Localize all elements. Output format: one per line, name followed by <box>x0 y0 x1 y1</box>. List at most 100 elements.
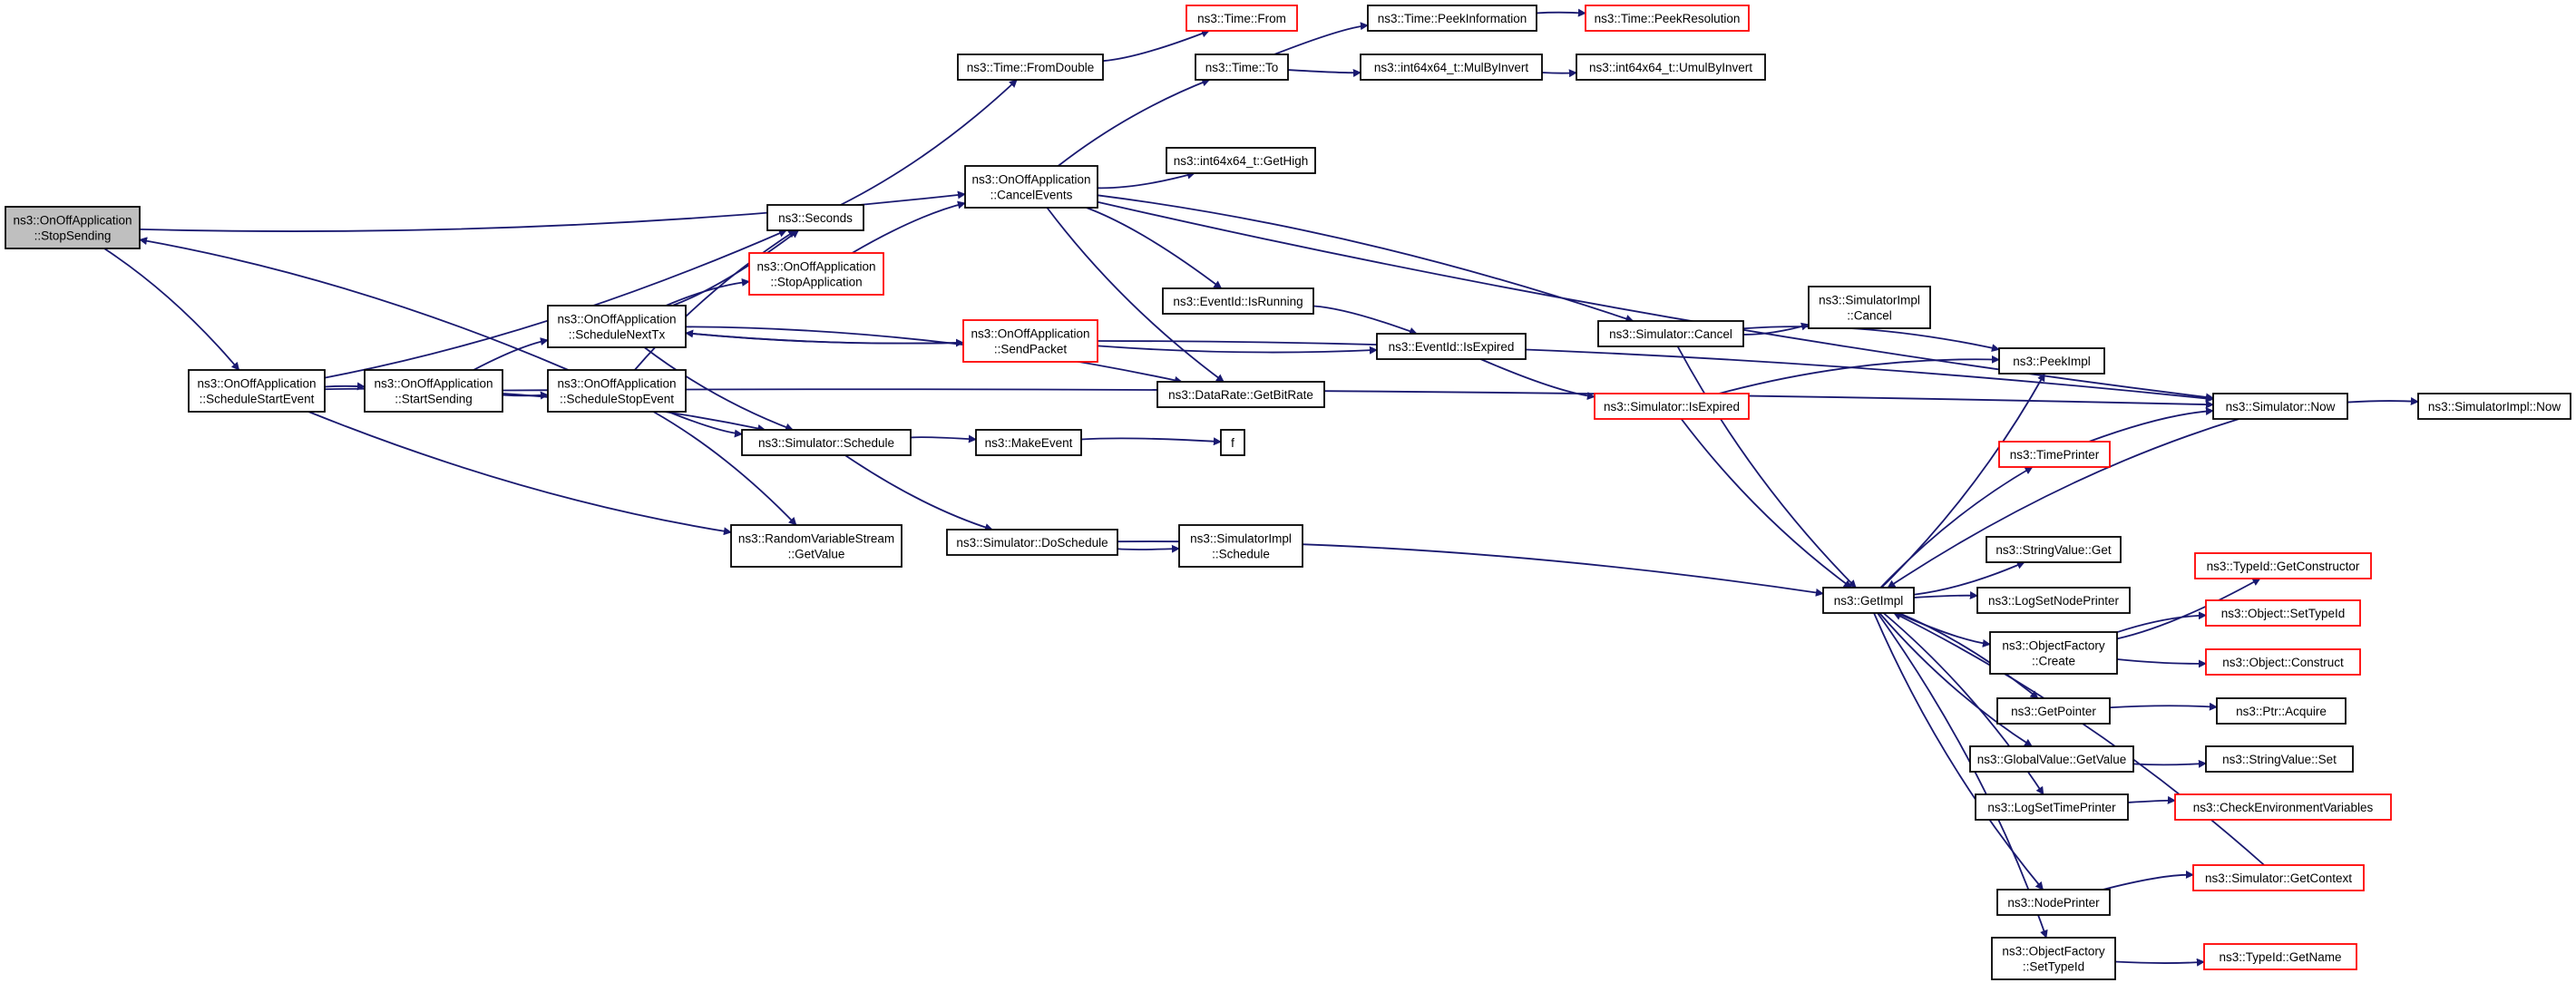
node-label-line: ns3::int64x64_t::MulByInvert <box>1374 61 1529 74</box>
node-getpointer[interactable]: ns3::GetPointer <box>1996 697 2111 725</box>
edge-cancelevents-to-simnow <box>1097 200 2214 402</box>
node-doschedule[interactable]: ns3::Simulator::DoSchedule <box>946 529 1118 556</box>
node-simimplschedule[interactable]: ns3::SimulatorImpl::Schedule <box>1178 524 1303 568</box>
node-simnow[interactable]: ns3::Simulator::Now <box>2212 393 2348 420</box>
node-box <box>1156 381 1325 408</box>
node-getimpl[interactable]: ns3::GetImpl <box>1822 587 1915 614</box>
edge-getimpl-to-timeprinter <box>1879 466 2034 589</box>
edge-simcancel-to-peekimpl <box>1742 326 2000 353</box>
node-makeevent[interactable]: ns3::MakeEvent <box>975 429 1082 456</box>
node-schedulestart[interactable]: ns3::OnOffApplication::ScheduleStartEven… <box>188 369 326 413</box>
node-logsettimeprinter[interactable]: ns3::LogSetTimePrinter <box>1975 793 2129 821</box>
node-gethigh[interactable]: ns3::int64x64_t::GetHigh <box>1166 147 1316 174</box>
node-mulbyinvert[interactable]: ns3::int64x64_t::MulByInvert <box>1360 54 1543 81</box>
edge-timeto-to-mulbyinvert <box>1287 68 1361 77</box>
node-f[interactable]: f <box>1220 429 1245 456</box>
node-box <box>1976 587 2131 614</box>
node-cancelevents[interactable]: ns3::OnOffApplication::CancelEvents <box>964 165 1098 209</box>
node-simcancel[interactable]: ns3::Simulator::Cancel <box>1597 320 1744 347</box>
node-label-line: ns3::ObjectFactory <box>2002 639 2105 653</box>
node-label-line: ns3::Object::SetTypeId <box>2221 607 2346 620</box>
node-timefrom[interactable]: ns3::Time::From <box>1186 5 1298 32</box>
node-schedulestop[interactable]: ns3::OnOffApplication::ScheduleStopEvent <box>547 369 687 413</box>
node-nodeprinter[interactable]: ns3::NodePrinter <box>1996 889 2111 916</box>
node-stopapplication[interactable]: ns3::OnOffApplication::StopApplication <box>748 252 884 296</box>
node-label-line: ns3::PeekImpl <box>2013 355 2091 368</box>
node-objfactorycreate[interactable]: ns3::ObjectFactory::Create <box>1989 631 2118 675</box>
node-label-line: ns3::CheckEnvironmentVariables <box>2193 801 2374 814</box>
node-typeidgetname[interactable]: ns3::TypeId::GetName <box>2203 943 2357 970</box>
node-label-line: ns3::Simulator::GetContext <box>2205 871 2352 885</box>
node-rvsgetvalue[interactable]: ns3::RandomVariableStream::GetValue <box>730 524 903 568</box>
node-objectsettypeid[interactable]: ns3::Object::SetTypeId <box>2205 599 2361 627</box>
node-box <box>1178 524 1303 568</box>
node-box <box>2174 793 2392 821</box>
node-timeto[interactable]: ns3::Time::To <box>1195 54 1289 81</box>
edge-simisexpired-to-peekimpl <box>1719 355 2000 394</box>
node-startsending[interactable]: ns3::OnOffApplication::StartSending <box>364 369 503 413</box>
edge-getimpl-to-globalvaluegetvalue <box>1878 612 2033 747</box>
node-label-line: ::SendPacket <box>994 343 1068 356</box>
node-seconds[interactable]: ns3::Seconds <box>766 204 864 231</box>
edge-sendpacket-to-schedulenexttx <box>685 329 964 345</box>
edge-stopsending-to-schedulestart <box>103 248 240 371</box>
node-label-line: ns3::Simulator::Now <box>2226 400 2336 414</box>
node-objectconstruct[interactable]: ns3::Object::Construct <box>2205 648 2361 676</box>
node-simschedule[interactable]: ns3::Simulator::Schedule <box>741 429 912 456</box>
node-stopsending[interactable]: ns3::OnOffApplication::StopSending <box>5 206 141 249</box>
node-label-line: ns3::RandomVariableStream <box>738 532 894 546</box>
node-getconstructor[interactable]: ns3::TypeId::GetConstructor <box>2194 552 2372 579</box>
node-label-line: ns3::MakeEvent <box>985 436 1073 450</box>
node-umulbyinvert[interactable]: ns3::int64x64_t::UmulByInvert <box>1576 54 1766 81</box>
node-box <box>962 319 1098 363</box>
node-schedulenexttx[interactable]: ns3::OnOffApplication::ScheduleNextTx <box>547 305 687 348</box>
node-label-line: ns3::TimePrinter <box>2010 448 2100 462</box>
node-simimplnow[interactable]: ns3::SimulatorImpl::Now <box>2417 393 2571 420</box>
node-box <box>964 165 1098 209</box>
node-box <box>2192 864 2365 891</box>
edge-logsettimeprinter-to-checkenvvars <box>2127 795 2176 804</box>
node-label-line: ns3::Simulator::IsExpired <box>1604 400 1740 414</box>
node-label-line: f <box>1231 436 1234 450</box>
edge-cancelevents-to-timeto <box>1058 78 1211 167</box>
node-peekresolution[interactable]: ns3::Time::PeekResolution <box>1585 5 1750 32</box>
node-stringvalueget[interactable]: ns3::StringValue::Get <box>1986 536 2122 563</box>
node-timeprinter[interactable]: ns3::TimePrinter <box>1998 441 2111 468</box>
node-peekimpl[interactable]: ns3::PeekImpl <box>1998 347 2105 375</box>
edge-startsending-to-simnow <box>502 388 2214 409</box>
node-box <box>766 204 864 231</box>
node-isrunning[interactable]: ns3::EventId::IsRunning <box>1162 287 1314 315</box>
node-box <box>1576 54 1766 81</box>
node-box <box>2203 943 2357 970</box>
node-label-line: ns3::GlobalValue::GetValue <box>1977 753 2127 766</box>
node-objfactorysettypeid[interactable]: ns3::ObjectFactory::SetTypeId <box>1991 937 2116 980</box>
node-label-line: ::ScheduleStartEvent <box>200 393 315 406</box>
node-box <box>1360 54 1543 81</box>
node-box <box>188 369 326 413</box>
node-ptracquire[interactable]: ns3::Ptr::Acquire <box>2216 697 2347 725</box>
node-isexpired[interactable]: ns3::EventId::IsExpired <box>1376 333 1527 360</box>
nodes-layer: ns3::OnOffApplication::StopSendingns3::O… <box>5 5 2571 980</box>
node-getbitrate[interactable]: ns3::DataRate::GetBitRate <box>1156 381 1325 408</box>
node-box <box>364 369 503 413</box>
node-label-line: ns3::OnOffApplication <box>557 313 676 326</box>
node-simimplcancel[interactable]: ns3::SimulatorImpl::Cancel <box>1808 286 1931 329</box>
edge-getimpl-to-nodeprinter <box>1873 612 2044 891</box>
node-globalvaluegetvalue[interactable]: ns3::GlobalValue::GetValue <box>1969 745 2134 773</box>
node-stringvalueset[interactable]: ns3::StringValue::Set <box>2205 745 2354 773</box>
node-simisexpired[interactable]: ns3::Simulator::IsExpired <box>1594 393 1750 420</box>
node-box <box>2417 393 2571 420</box>
node-fromdouble[interactable]: ns3::Time::FromDouble <box>957 54 1104 81</box>
node-box <box>741 429 912 456</box>
edge-cancelevents-to-gethigh <box>1097 170 1195 190</box>
node-peekinformation[interactable]: ns3::Time::PeekInformation <box>1367 5 1537 32</box>
node-sendpacket[interactable]: ns3::OnOffApplication::SendPacket <box>962 319 1098 363</box>
node-logsetnodeprinter[interactable]: ns3::LogSetNodePrinter <box>1976 587 2131 614</box>
node-label-line: ::Cancel <box>1847 309 1892 323</box>
node-simgetcontext[interactable]: ns3::Simulator::GetContext <box>2192 864 2365 891</box>
node-label-line: ns3::DataRate::GetBitRate <box>1168 388 1313 402</box>
node-label-line: ns3::OnOffApplication <box>557 377 676 391</box>
node-label-line: ns3::NodePrinter <box>2007 896 2100 910</box>
node-checkenvvars[interactable]: ns3::CheckEnvironmentVariables <box>2174 793 2392 821</box>
